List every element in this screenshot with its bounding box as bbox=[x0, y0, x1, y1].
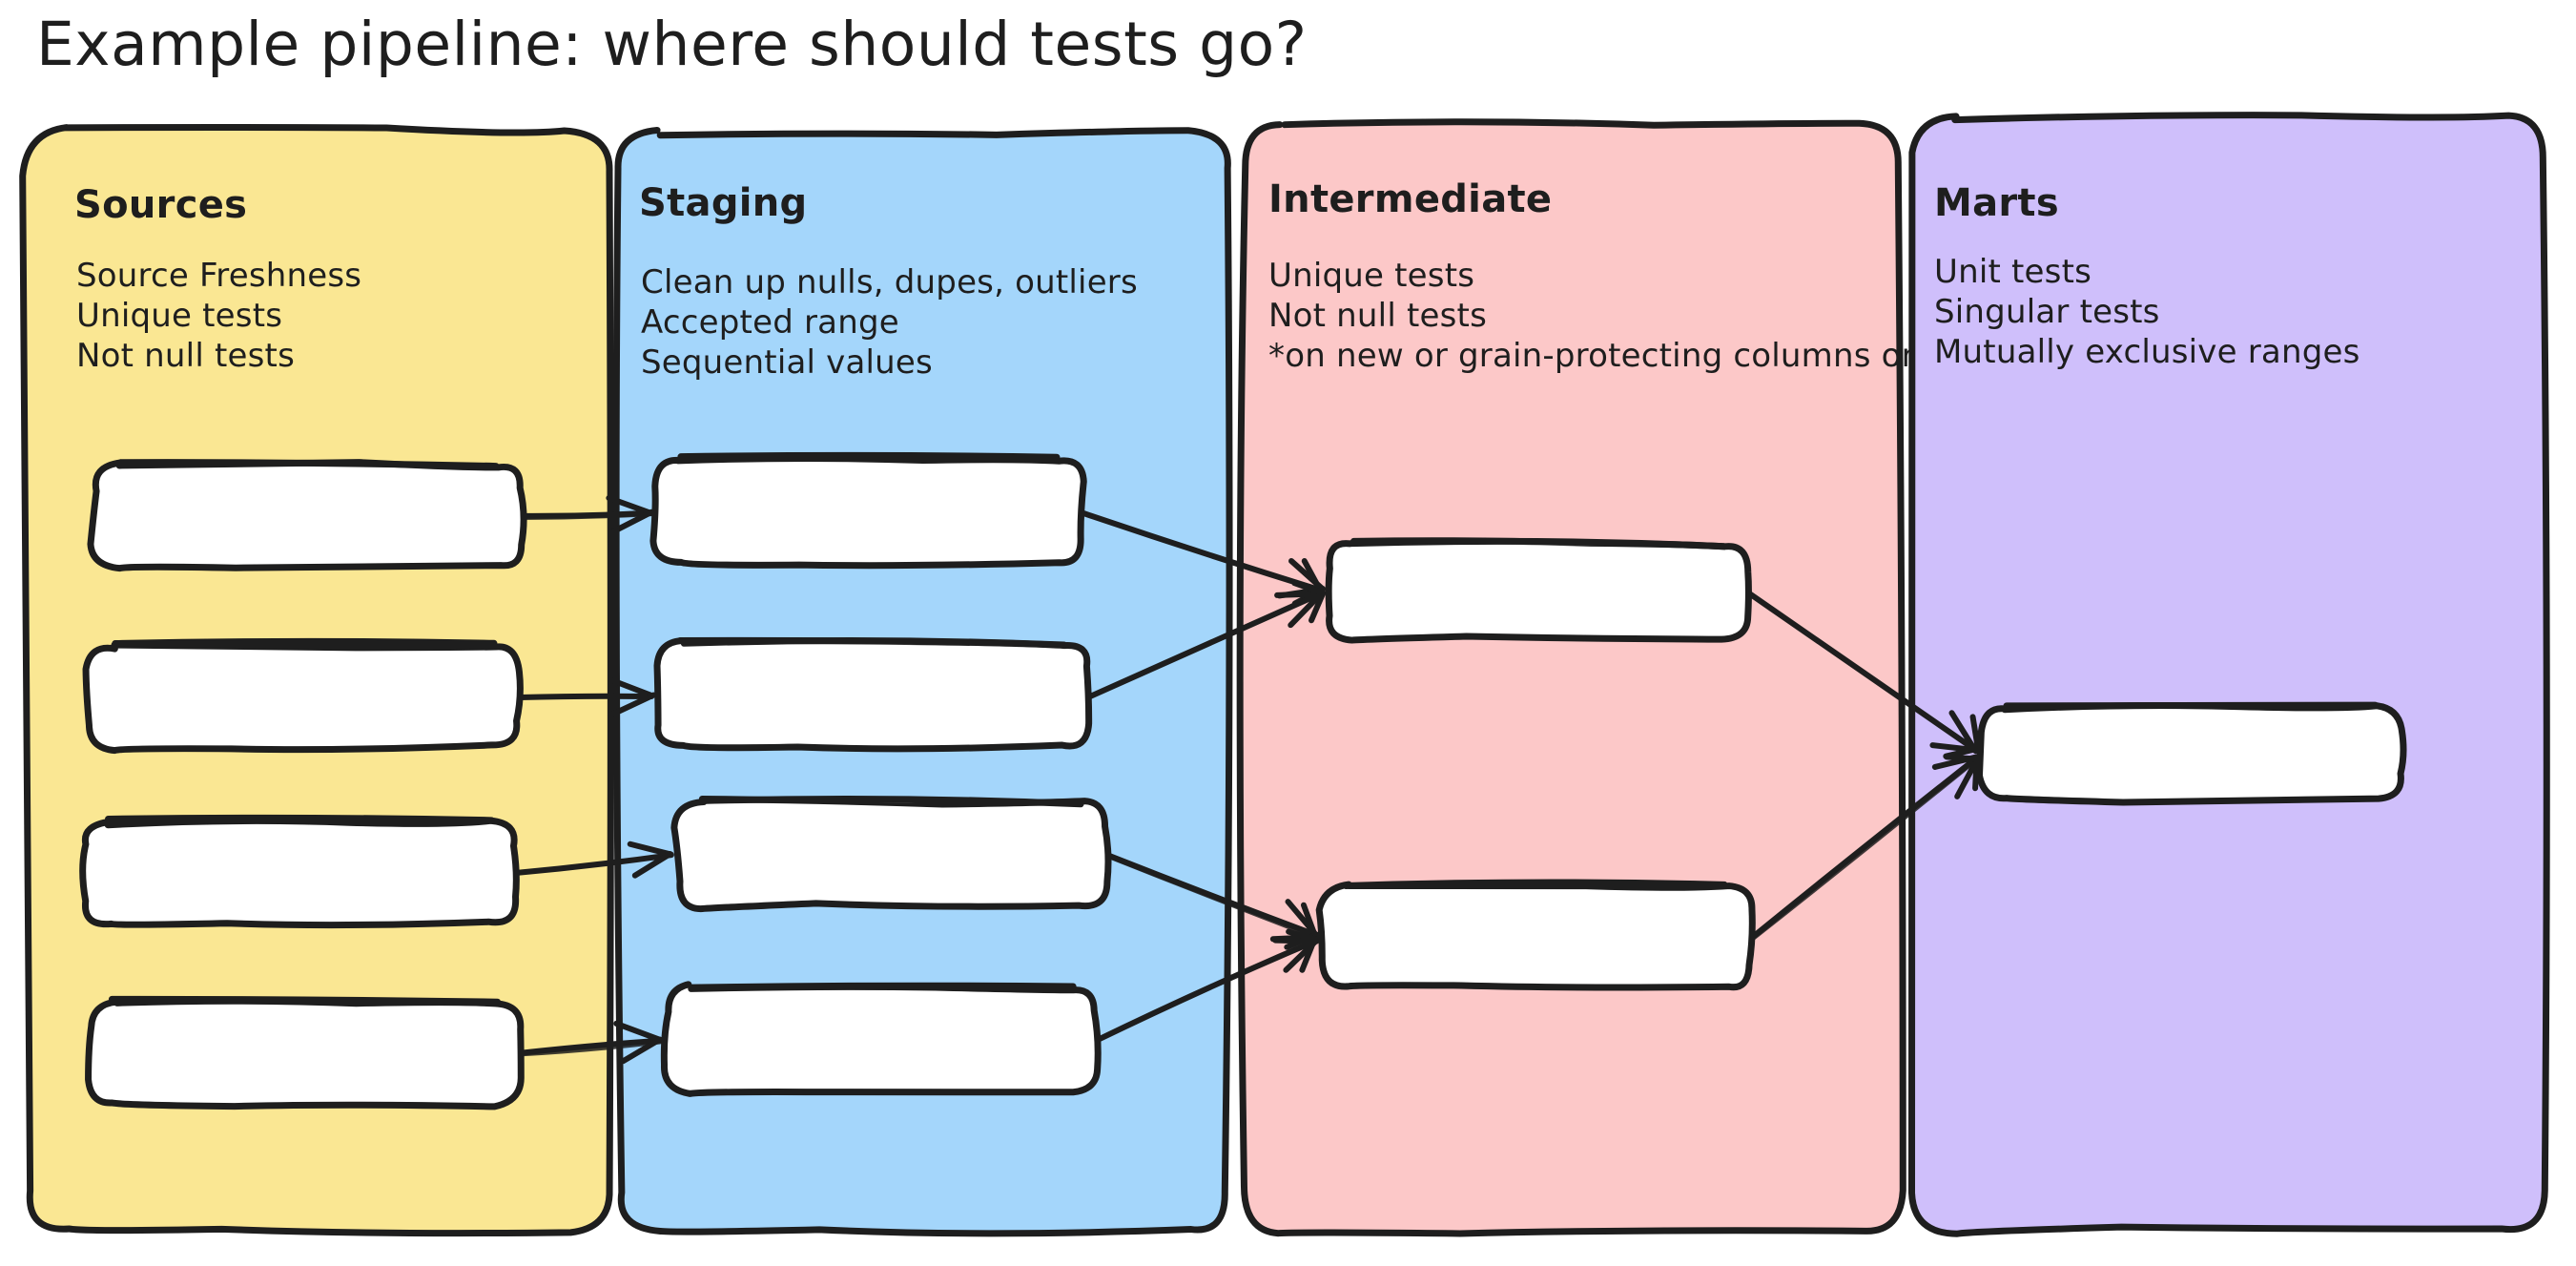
panel-staging-line-1: Clean up nulls, dupes, outliers bbox=[641, 263, 1138, 301]
edge-intermediate-node-2-to-marts-node-1 bbox=[1748, 754, 1982, 942]
arrow-head-barb bbox=[627, 841, 674, 858]
node-shape-overstroke bbox=[1342, 879, 1728, 889]
arrow-head-barb bbox=[1288, 591, 1325, 629]
intermediate-node-2[interactable] bbox=[1315, 879, 1756, 991]
edge-sources-node-3-to-staging-node-3 bbox=[511, 841, 674, 879]
arrow-head-barb bbox=[1274, 591, 1324, 598]
edge-line bbox=[516, 693, 655, 700]
nodes-layer bbox=[79, 451, 2407, 1110]
node-shape-overstroke bbox=[2003, 701, 2379, 710]
panel-staging-line-3: Sequential values bbox=[641, 343, 933, 382]
node-shape-overstroke bbox=[698, 795, 1084, 808]
edge-sources-node-2-to-staging-node-2 bbox=[516, 676, 657, 718]
panel-intermediate-line-3: *on new or grain-protecting columns only bbox=[1268, 337, 1950, 375]
arrow-head-barb bbox=[606, 494, 655, 517]
page-title: Example pipeline: where should tests go? bbox=[36, 10, 1308, 79]
panel-marts-shape bbox=[1908, 112, 2550, 1237]
panel-sources-line-2: Unique tests bbox=[76, 297, 282, 335]
node-shape-overstroke bbox=[112, 637, 498, 648]
arrow-head-barb bbox=[1309, 590, 1327, 624]
edge-line bbox=[1079, 509, 1325, 593]
arrow-head-barb bbox=[1944, 754, 1981, 762]
node-shape-overstroke bbox=[680, 637, 1068, 649]
panel-marts-line-2: Singular tests bbox=[1934, 293, 2160, 331]
node-shape bbox=[79, 817, 520, 929]
panel-intermediate-line-1: Unique tests bbox=[1268, 257, 1474, 295]
arrow-head-barb bbox=[631, 851, 673, 879]
arrow-head-barb bbox=[1969, 714, 1982, 754]
arrow-head-barb bbox=[1299, 935, 1318, 973]
node-shape bbox=[1325, 537, 1752, 644]
sources-node-1[interactable] bbox=[87, 459, 527, 572]
edge-sources-node-1-to-staging-node-1 bbox=[518, 494, 655, 536]
node-shape-overstroke bbox=[108, 995, 502, 1006]
sources-node-4[interactable] bbox=[85, 995, 525, 1110]
node-shape-overstroke bbox=[105, 814, 495, 824]
sources-node-2[interactable] bbox=[82, 637, 524, 755]
arrow-head-barb bbox=[1272, 937, 1320, 944]
edges-layer bbox=[511, 494, 1982, 1065]
node-shape-overstroke bbox=[117, 459, 500, 470]
arrow-head-barb bbox=[607, 692, 657, 718]
panel-marts-line-3: Mutually exclusive ranges bbox=[1934, 333, 2360, 371]
node-shape bbox=[670, 795, 1112, 913]
staging-node-1[interactable] bbox=[649, 451, 1087, 570]
arrow-head-barb bbox=[1948, 710, 1979, 755]
node-shape bbox=[85, 997, 525, 1110]
edge-line-overstroke bbox=[1103, 851, 1320, 941]
edge-line bbox=[1086, 590, 1326, 700]
node-shape bbox=[649, 454, 1087, 570]
edge-line bbox=[1743, 589, 1980, 754]
sources-node-3[interactable] bbox=[79, 814, 520, 929]
panel-marts-line-1: Unit tests bbox=[1934, 253, 2092, 291]
edge-sources-node-4-to-staging-node-4 bbox=[517, 1020, 664, 1065]
edge-line bbox=[511, 852, 674, 877]
edge-staging-node-2-to-intermediate-node-1 bbox=[1086, 580, 1327, 700]
arrow-head-barb bbox=[608, 676, 654, 698]
edge-staging-node-4-to-intermediate-node-2 bbox=[1093, 928, 1321, 1044]
panel-marts-title: Marts bbox=[1934, 181, 2059, 225]
node-shape-overstroke bbox=[1348, 537, 1728, 550]
panel-sources-line-1: Source Freshness bbox=[76, 257, 361, 295]
arrow-head-barb bbox=[608, 508, 655, 536]
staging-node-4[interactable] bbox=[660, 981, 1102, 1097]
column-panel-intermediate[interactable]: Intermediate Unique tests Not null tests… bbox=[1236, 118, 1950, 1237]
panel-staging-line-2: Accepted range bbox=[641, 303, 899, 342]
edge-line bbox=[1093, 937, 1320, 1044]
staging-node-3[interactable] bbox=[670, 795, 1112, 913]
column-panel-marts[interactable]: Marts Unit tests Singular tests Mutually… bbox=[1908, 112, 2550, 1237]
arrow-head-barb bbox=[613, 1020, 664, 1044]
panel-intermediate-line-2: Not null tests bbox=[1268, 297, 1487, 335]
node-shape bbox=[1975, 702, 2407, 806]
node-shape bbox=[653, 636, 1093, 753]
edge-line-overstroke bbox=[520, 510, 654, 520]
arrow-head-barb bbox=[1300, 902, 1318, 939]
arrow-head-barb bbox=[620, 1036, 663, 1065]
edge-line-overstroke bbox=[1748, 756, 1980, 942]
arrow-head-barb bbox=[1301, 558, 1324, 594]
panel-intermediate-title: Intermediate bbox=[1268, 177, 1552, 221]
node-shape bbox=[1315, 881, 1756, 991]
arrow-head-barb bbox=[1972, 754, 1980, 792]
node-shape bbox=[660, 981, 1102, 1097]
edge-line-overstroke bbox=[517, 1038, 663, 1057]
node-shape-overstroke bbox=[689, 982, 1077, 991]
panel-sources-title: Sources bbox=[74, 183, 247, 227]
marts-node-1[interactable] bbox=[1975, 701, 2407, 806]
panel-staging-title: Staging bbox=[639, 181, 807, 225]
panel-sources-line-3: Not null tests bbox=[76, 337, 295, 375]
node-shape bbox=[82, 641, 524, 755]
intermediate-node-1[interactable] bbox=[1325, 537, 1752, 644]
staging-node-2[interactable] bbox=[653, 636, 1093, 753]
node-shape bbox=[87, 459, 527, 572]
arrow-head-barb bbox=[1291, 580, 1324, 595]
node-shape-overstroke bbox=[677, 451, 1061, 461]
